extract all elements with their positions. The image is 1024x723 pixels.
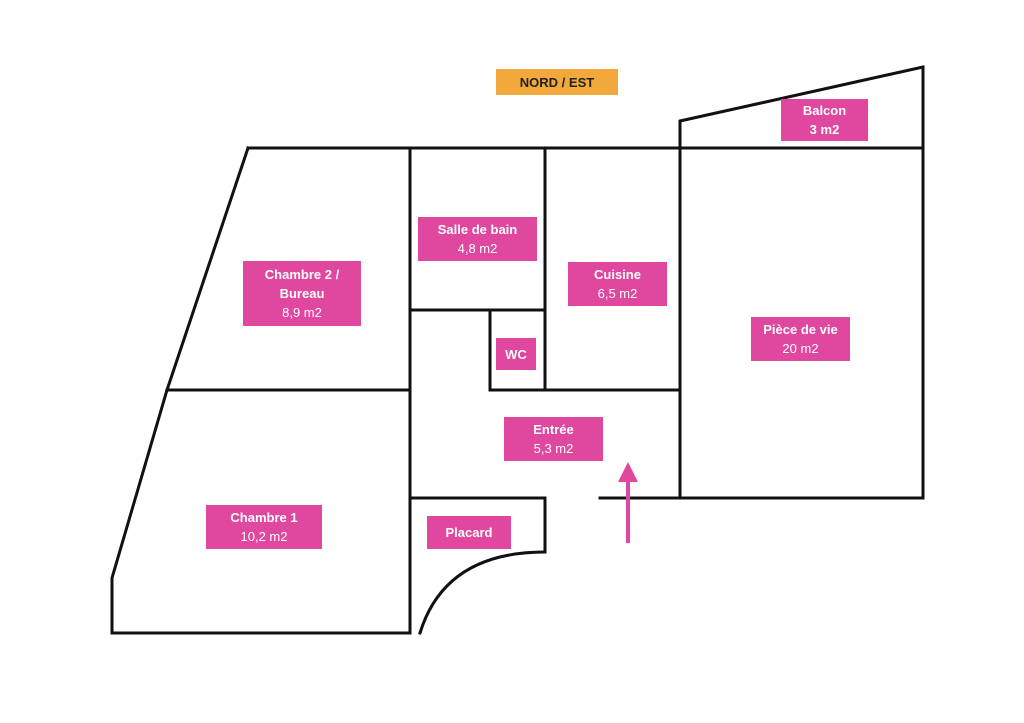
room-label-chambre1: Chambre 1 10,2 m2 bbox=[206, 505, 322, 549]
wall-balcon bbox=[678, 65, 925, 150]
room-name: Placard bbox=[445, 525, 493, 540]
room-label-wc: WC bbox=[496, 338, 536, 370]
room-area: 20 m2 bbox=[782, 341, 819, 356]
wall-chambre1-left bbox=[110, 388, 169, 635]
room-name: Salle de bain bbox=[437, 222, 518, 237]
door-swing-arc bbox=[418, 550, 547, 635]
room-name-line2: Bureau bbox=[279, 286, 325, 301]
room-label-balcon: Balcon 3 m2 bbox=[781, 99, 868, 141]
room-label-salle-de-bain: Salle de bain 4,8 m2 bbox=[418, 217, 537, 261]
entry-arrow-icon bbox=[618, 462, 638, 543]
room-name: Cuisine bbox=[594, 267, 641, 282]
walls bbox=[110, 65, 925, 635]
room-label-entree: Entrée 5,3 m2 bbox=[504, 417, 603, 461]
room-area: 8,9 m2 bbox=[282, 305, 322, 320]
room-area: 4,8 m2 bbox=[457, 241, 498, 256]
wall-wc bbox=[488, 308, 547, 392]
room-label-chambre2: Chambre 2 / Bureau 8,9 m2 bbox=[243, 261, 361, 326]
room-area: 6,5 m2 bbox=[597, 286, 638, 301]
room-area: 3 m2 bbox=[809, 122, 840, 137]
room-name: Chambre 1 bbox=[230, 510, 298, 525]
room-name: Chambre 2 / bbox=[264, 267, 340, 282]
room-label-cuisine: Cuisine 6,5 m2 bbox=[568, 262, 667, 306]
room-name: Pièce de vie bbox=[763, 322, 838, 337]
room-name: Entrée bbox=[533, 422, 574, 437]
room-label-piece-de-vie: Pièce de vie 20 m2 bbox=[751, 317, 850, 361]
room-label-placard: Placard bbox=[427, 516, 511, 549]
orientation-label: NORD / EST bbox=[496, 69, 618, 95]
room-area: 10,2 m2 bbox=[240, 529, 288, 544]
room-name: Balcon bbox=[802, 103, 847, 118]
wall-chambre2-left bbox=[165, 146, 250, 392]
room-name: WC bbox=[505, 346, 527, 362]
room-area: 5,3 m2 bbox=[533, 441, 574, 456]
